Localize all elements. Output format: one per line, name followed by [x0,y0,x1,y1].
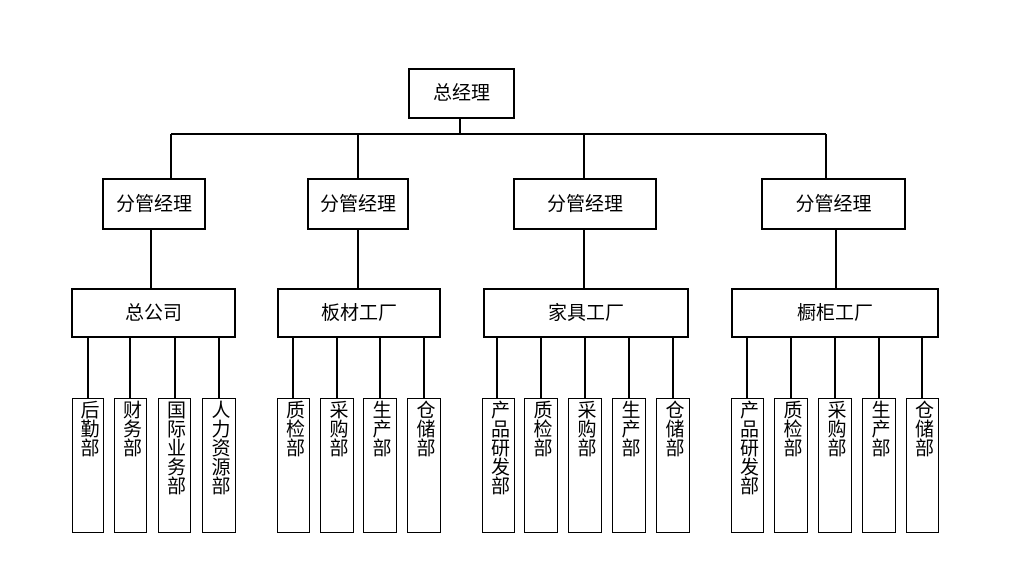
dept-label: 仓储部 [912,400,934,457]
dept-box: 生产部 [612,398,646,533]
dept-label: 国际业务部 [164,400,186,495]
dept-label: 生产部 [868,400,891,457]
manager-box-4: 分管经理 [761,178,906,230]
dept-box: 仓储部 [906,398,939,533]
dept-label: 人力资源部 [208,400,231,495]
manager-box-1: 分管经理 [102,178,206,230]
dept-label: 产品研发部 [737,400,759,495]
dept-label: 生产部 [369,400,392,457]
dept-label: 后勤部 [77,400,100,457]
unit-box-head-office: 总公司 [71,288,236,338]
dept-label: 质检部 [283,400,305,457]
dept-box: 采购部 [568,398,602,533]
dept-box: 仓储部 [656,398,690,533]
dept-label: 采购部 [326,400,349,457]
dept-label: 生产部 [618,400,641,457]
manager-box-2: 分管经理 [307,178,409,230]
dept-label: 产品研发部 [488,400,510,495]
dept-box: 产品研发部 [482,398,515,533]
dept-label: 采购部 [574,400,597,457]
dept-box: 采购部 [320,398,354,533]
unit-box-board-factory: 板材工厂 [277,288,441,338]
dept-box: 生产部 [363,398,397,533]
dept-box: 采购部 [818,398,852,533]
dept-box: 后勤部 [72,398,104,533]
dept-label: 采购部 [824,400,847,457]
unit-box-cabinet-factory: 橱柜工厂 [731,288,939,338]
dept-label: 仓储部 [662,400,685,457]
dept-box: 质检部 [524,398,558,533]
dept-box: 质检部 [774,398,808,533]
dept-box: 国际业务部 [158,398,191,533]
dept-box: 生产部 [862,398,896,533]
manager-box-3: 分管经理 [513,178,657,230]
dept-label: 质检部 [780,400,803,457]
dept-box: 仓储部 [407,398,441,533]
ceo-box: 总经理 [408,68,515,119]
dept-box: 财务部 [114,398,147,533]
dept-label: 财务部 [120,400,142,457]
dept-label: 仓储部 [413,400,436,457]
dept-label: 质检部 [530,400,553,457]
dept-box: 产品研发部 [731,398,764,533]
dept-box: 质检部 [277,398,310,533]
unit-box-furniture-factory: 家具工厂 [483,288,689,338]
dept-box: 人力资源部 [202,398,236,533]
